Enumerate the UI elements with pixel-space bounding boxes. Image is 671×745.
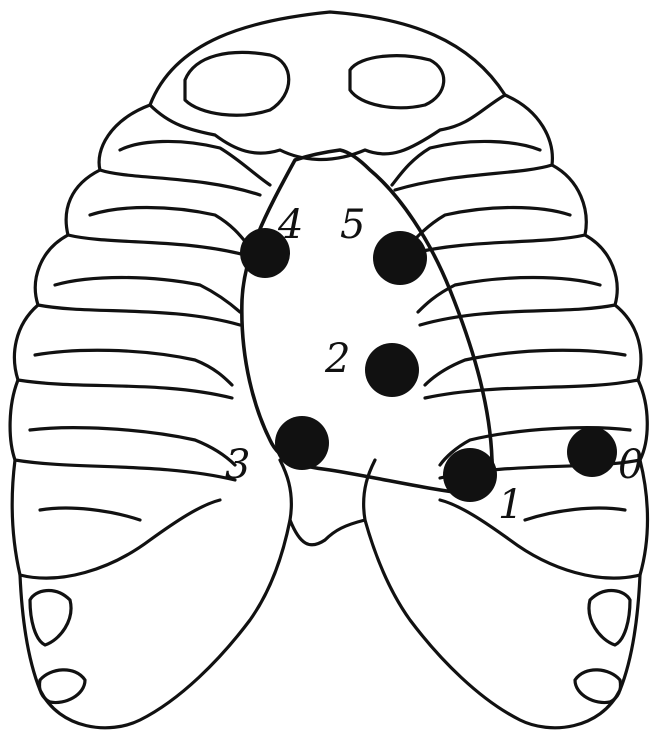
auscultation-point-1 xyxy=(443,448,497,502)
auscultation-point-5 xyxy=(373,231,427,285)
left-rib-3-inner xyxy=(55,278,240,313)
manubrium xyxy=(150,12,505,159)
right-rib-6-inner xyxy=(525,508,625,520)
point-label-5: 5 xyxy=(340,202,365,248)
right-lower-ribs xyxy=(365,520,640,728)
point-label-1: 1 xyxy=(498,482,523,528)
right-rib-2 xyxy=(405,165,586,255)
auscultation-point-2 xyxy=(365,343,419,397)
right-clavicle-window xyxy=(350,56,444,108)
left-rib-4-inner xyxy=(35,350,232,385)
left-rib-6 xyxy=(12,460,220,578)
point-label-3: 3 xyxy=(225,442,250,488)
left-clavicle-window xyxy=(185,52,289,115)
auscultation-point-0 xyxy=(567,427,617,477)
right-rib-3 xyxy=(420,235,617,325)
left-lower-window-1 xyxy=(30,591,71,645)
auscultation-points xyxy=(240,228,617,502)
left-rib-5-inner xyxy=(30,428,235,465)
left-lower-ribs xyxy=(20,520,290,728)
left-rib-1-inner xyxy=(120,141,270,185)
point-label-2: 2 xyxy=(324,336,350,382)
point-label-0: 0 xyxy=(618,442,643,488)
auscultation-point-3 xyxy=(275,416,329,470)
right-rib-1-inner xyxy=(392,141,540,185)
xiphoid-process xyxy=(280,460,375,545)
left-rib-6-inner xyxy=(40,508,140,520)
right-rib-4-inner xyxy=(425,350,625,385)
point-label-4: 4 xyxy=(277,202,303,248)
right-lower-window-1 xyxy=(589,591,630,645)
